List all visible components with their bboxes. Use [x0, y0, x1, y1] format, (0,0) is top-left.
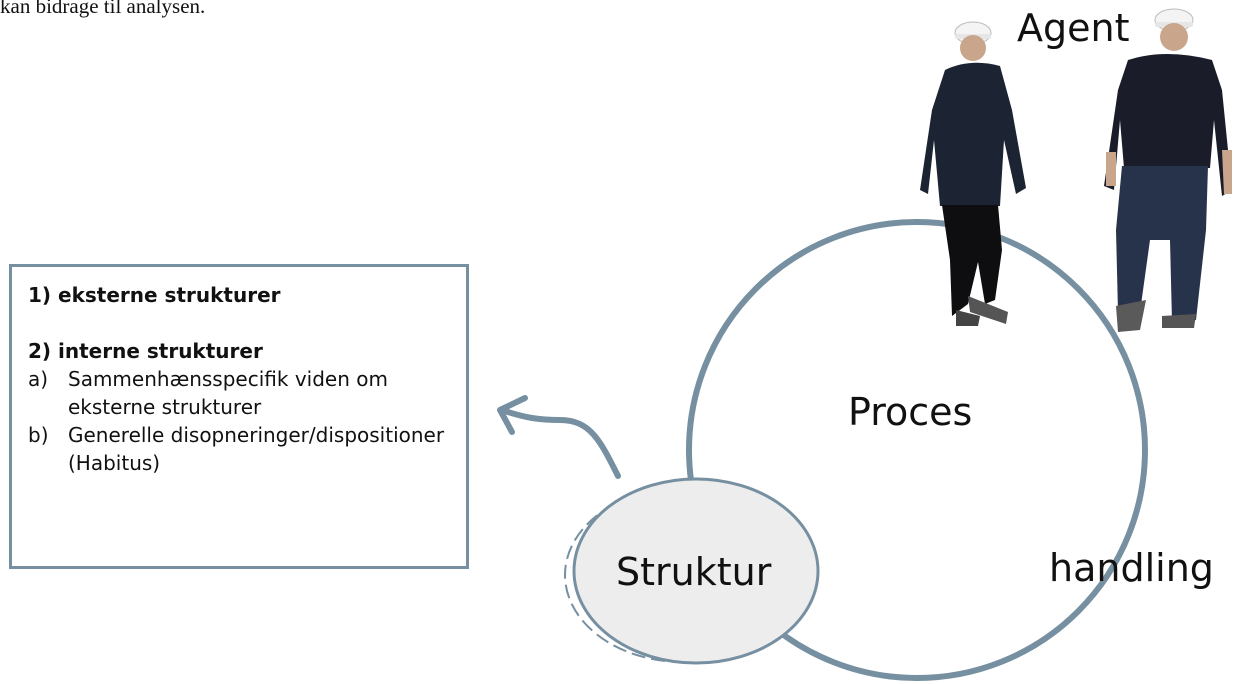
list-item-text: Sammenhænsspecifik viden om eksterne str… — [68, 367, 388, 419]
list-item: a) Sammenhænsspecifik viden om eksterne … — [28, 365, 456, 421]
box-heading-external: 1) eksterne strukturer — [28, 283, 281, 307]
worker-left-icon — [920, 21, 1026, 326]
proces-label: Proces — [848, 390, 973, 434]
structures-box: 1) eksterne strukturer 2) interne strukt… — [9, 264, 469, 569]
handling-label: handling — [1049, 546, 1214, 590]
list-item-text: Generelle disopneringer/dispositioner (H… — [68, 423, 445, 475]
list-item-letter: a) — [28, 367, 49, 391]
list-item: b) Generelle disopneringer/dispositioner… — [28, 421, 456, 477]
curved-arrow-icon — [497, 395, 621, 479]
worker-right-icon — [1104, 8, 1232, 332]
list-item-letter: b) — [28, 423, 49, 447]
process-circle — [686, 219, 1148, 681]
top-text: kan bidrage til analysen. — [0, 0, 206, 18]
agent-label: Agent — [1017, 6, 1130, 50]
internal-structures-list: a) Sammenhænsspecifik viden om eksterne … — [28, 365, 456, 477]
struktur-ellipse — [572, 477, 820, 665]
box-heading-internal: 2) interne strukturer — [28, 339, 263, 363]
struktur-label: Struktur — [616, 550, 772, 594]
